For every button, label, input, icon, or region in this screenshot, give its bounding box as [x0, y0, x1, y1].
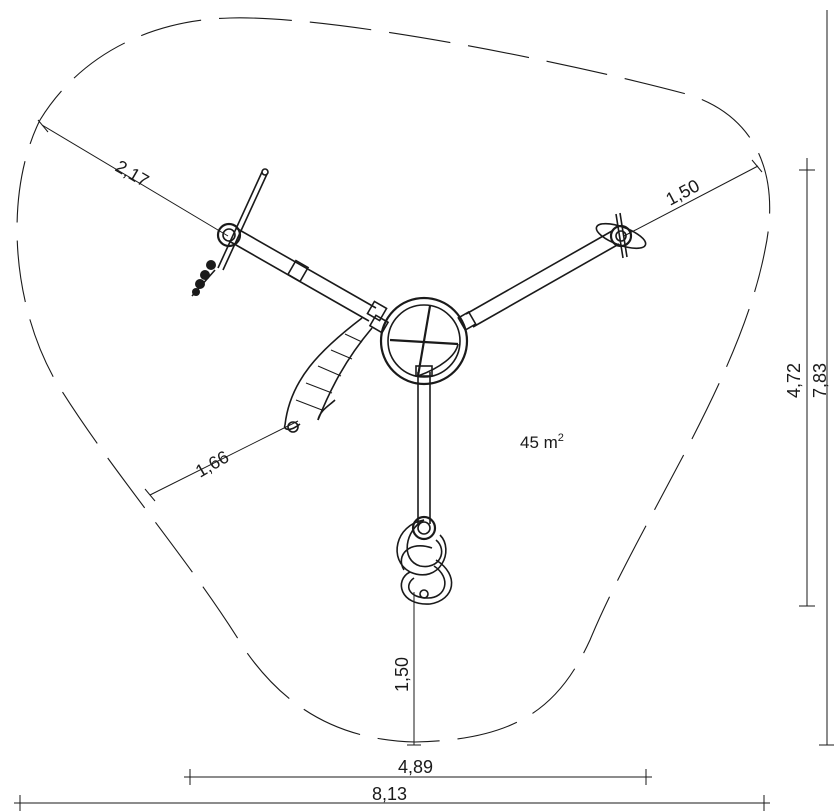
central-tower [366, 296, 477, 386]
area-label: 45 m2 [520, 432, 564, 452]
arm-top-left [228, 227, 377, 322]
arm-top-right [465, 230, 620, 328]
dim-arm-top-right: 1,50 [662, 175, 702, 209]
dim-width-outer: 8,13 [372, 784, 407, 804]
play-equipment [191, 168, 647, 605]
dim-depth-inner: 4,72 [784, 363, 804, 398]
post-bottom-spiral [396, 515, 453, 605]
dim-arm-bottom: 1,50 [392, 657, 412, 692]
area-value: 45 m [520, 433, 558, 452]
post-top-left [191, 168, 269, 297]
post-top-right [595, 212, 647, 259]
dim-arm-top-left: 2,17 [112, 156, 152, 191]
area-unit-superscript: 2 [558, 432, 564, 444]
dim-width-inner: 4,89 [398, 757, 433, 777]
arm-bottom [415, 365, 433, 524]
slide [283, 317, 373, 433]
dimension-lines [14, 10, 834, 811]
safety-zone-outline [16, 17, 771, 743]
dim-depth-outer: 7,83 [810, 363, 830, 398]
dim-arm-left: 1,66 [192, 447, 232, 482]
